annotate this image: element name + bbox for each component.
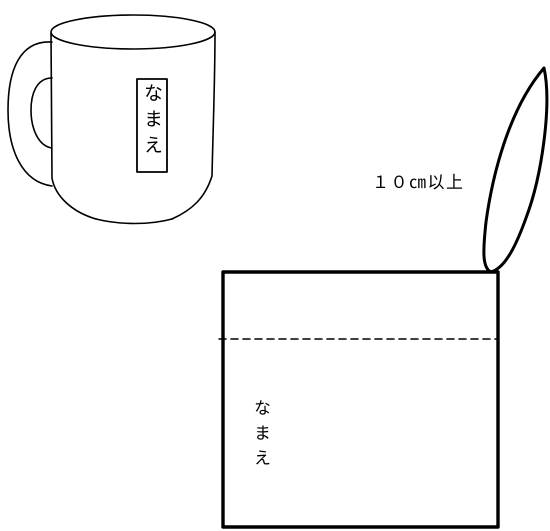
- bag-body: [221, 270, 500, 529]
- bag-name-label: なまえ: [250, 399, 270, 474]
- strap-length-label: １０㎝以上: [372, 173, 465, 193]
- bag-strap: [482, 66, 549, 274]
- mug-rim: [50, 14, 216, 50]
- mug-handle-outer: [7, 41, 53, 187]
- mug-body-left: [50, 32, 97, 220]
- mug-illustration: [7, 14, 216, 225]
- mug-name-box: [136, 78, 168, 173]
- mug-body-right: [171, 31, 216, 220]
- mug-name-label: なまえ: [141, 83, 163, 161]
- mug-body-bottom: [95, 218, 173, 225]
- bag-illustration: [218, 66, 549, 529]
- mug-handle-inner: [30, 77, 53, 149]
